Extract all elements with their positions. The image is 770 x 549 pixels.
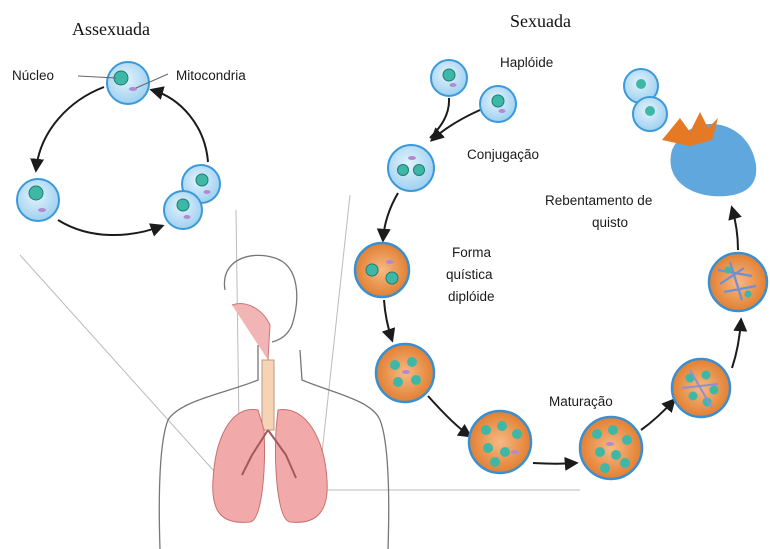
trophozoite-left	[17, 179, 59, 221]
human-torso-illustration	[20, 195, 580, 549]
cyst-with-spores	[672, 359, 730, 417]
diploid-cyst	[355, 243, 409, 297]
cyst-form-label-3: diplóide	[448, 289, 495, 304]
haploid-label: Haplóide	[500, 55, 553, 70]
cyst-late-maturation	[580, 417, 642, 479]
cyst-form-label-2: quística	[446, 267, 493, 282]
cyst-burst-label-2: quisto	[592, 215, 628, 230]
haploid-merge-line-1	[430, 98, 449, 138]
cyst-burst-label-1: Rebentamento de	[545, 193, 652, 208]
asexual-arrow-top-to-left	[36, 87, 104, 170]
haploid-merge-line-2	[432, 110, 480, 140]
trachea	[262, 360, 274, 430]
cyst-mature	[709, 253, 767, 311]
asexual-title: Assexuada	[72, 19, 150, 39]
left-lung	[213, 410, 265, 523]
sexual-cycle: Haplóide Conjugação Forma quística dipló…	[355, 55, 767, 479]
trophozoite-top	[107, 62, 149, 104]
arrow-mid-to-late-maturation	[533, 463, 576, 464]
arrow-early-to-mid-maturation	[428, 396, 470, 436]
arrow-spores-to-mature	[732, 320, 741, 368]
sexual-title: Sexuada	[510, 11, 571, 31]
trophozoite-dividing	[164, 165, 220, 229]
zoom-line-right	[318, 195, 350, 490]
asexual-cycle: Núcleo Mitocondria	[12, 62, 246, 235]
haploid-cell-2	[480, 86, 516, 122]
cyst-burst	[624, 69, 756, 196]
cyst-early-maturation	[376, 344, 434, 402]
conjugated-cell	[388, 145, 434, 191]
zoom-line-left	[20, 255, 240, 500]
asexual-arrow-right-to-top	[152, 90, 208, 162]
arrow-late-maturation-to-spores	[641, 400, 674, 430]
cyst-form-label-1: Forma	[452, 245, 491, 260]
asexual-arrow-left-to-right	[58, 220, 162, 235]
nucleus-label: Núcleo	[12, 68, 54, 83]
arrow-cyst-to-early-maturation	[384, 300, 392, 340]
conjugation-label: Conjugação	[467, 147, 539, 162]
arrow-mature-to-burst	[732, 208, 738, 250]
mitochondria-label: Mitocondria	[176, 68, 246, 83]
arrow-conjugation-to-cyst	[383, 193, 398, 240]
cyst-mid-maturation	[469, 411, 531, 473]
right-lung	[276, 410, 328, 523]
haploid-cell-1	[431, 60, 467, 96]
maturation-label: Maturação	[549, 394, 613, 409]
